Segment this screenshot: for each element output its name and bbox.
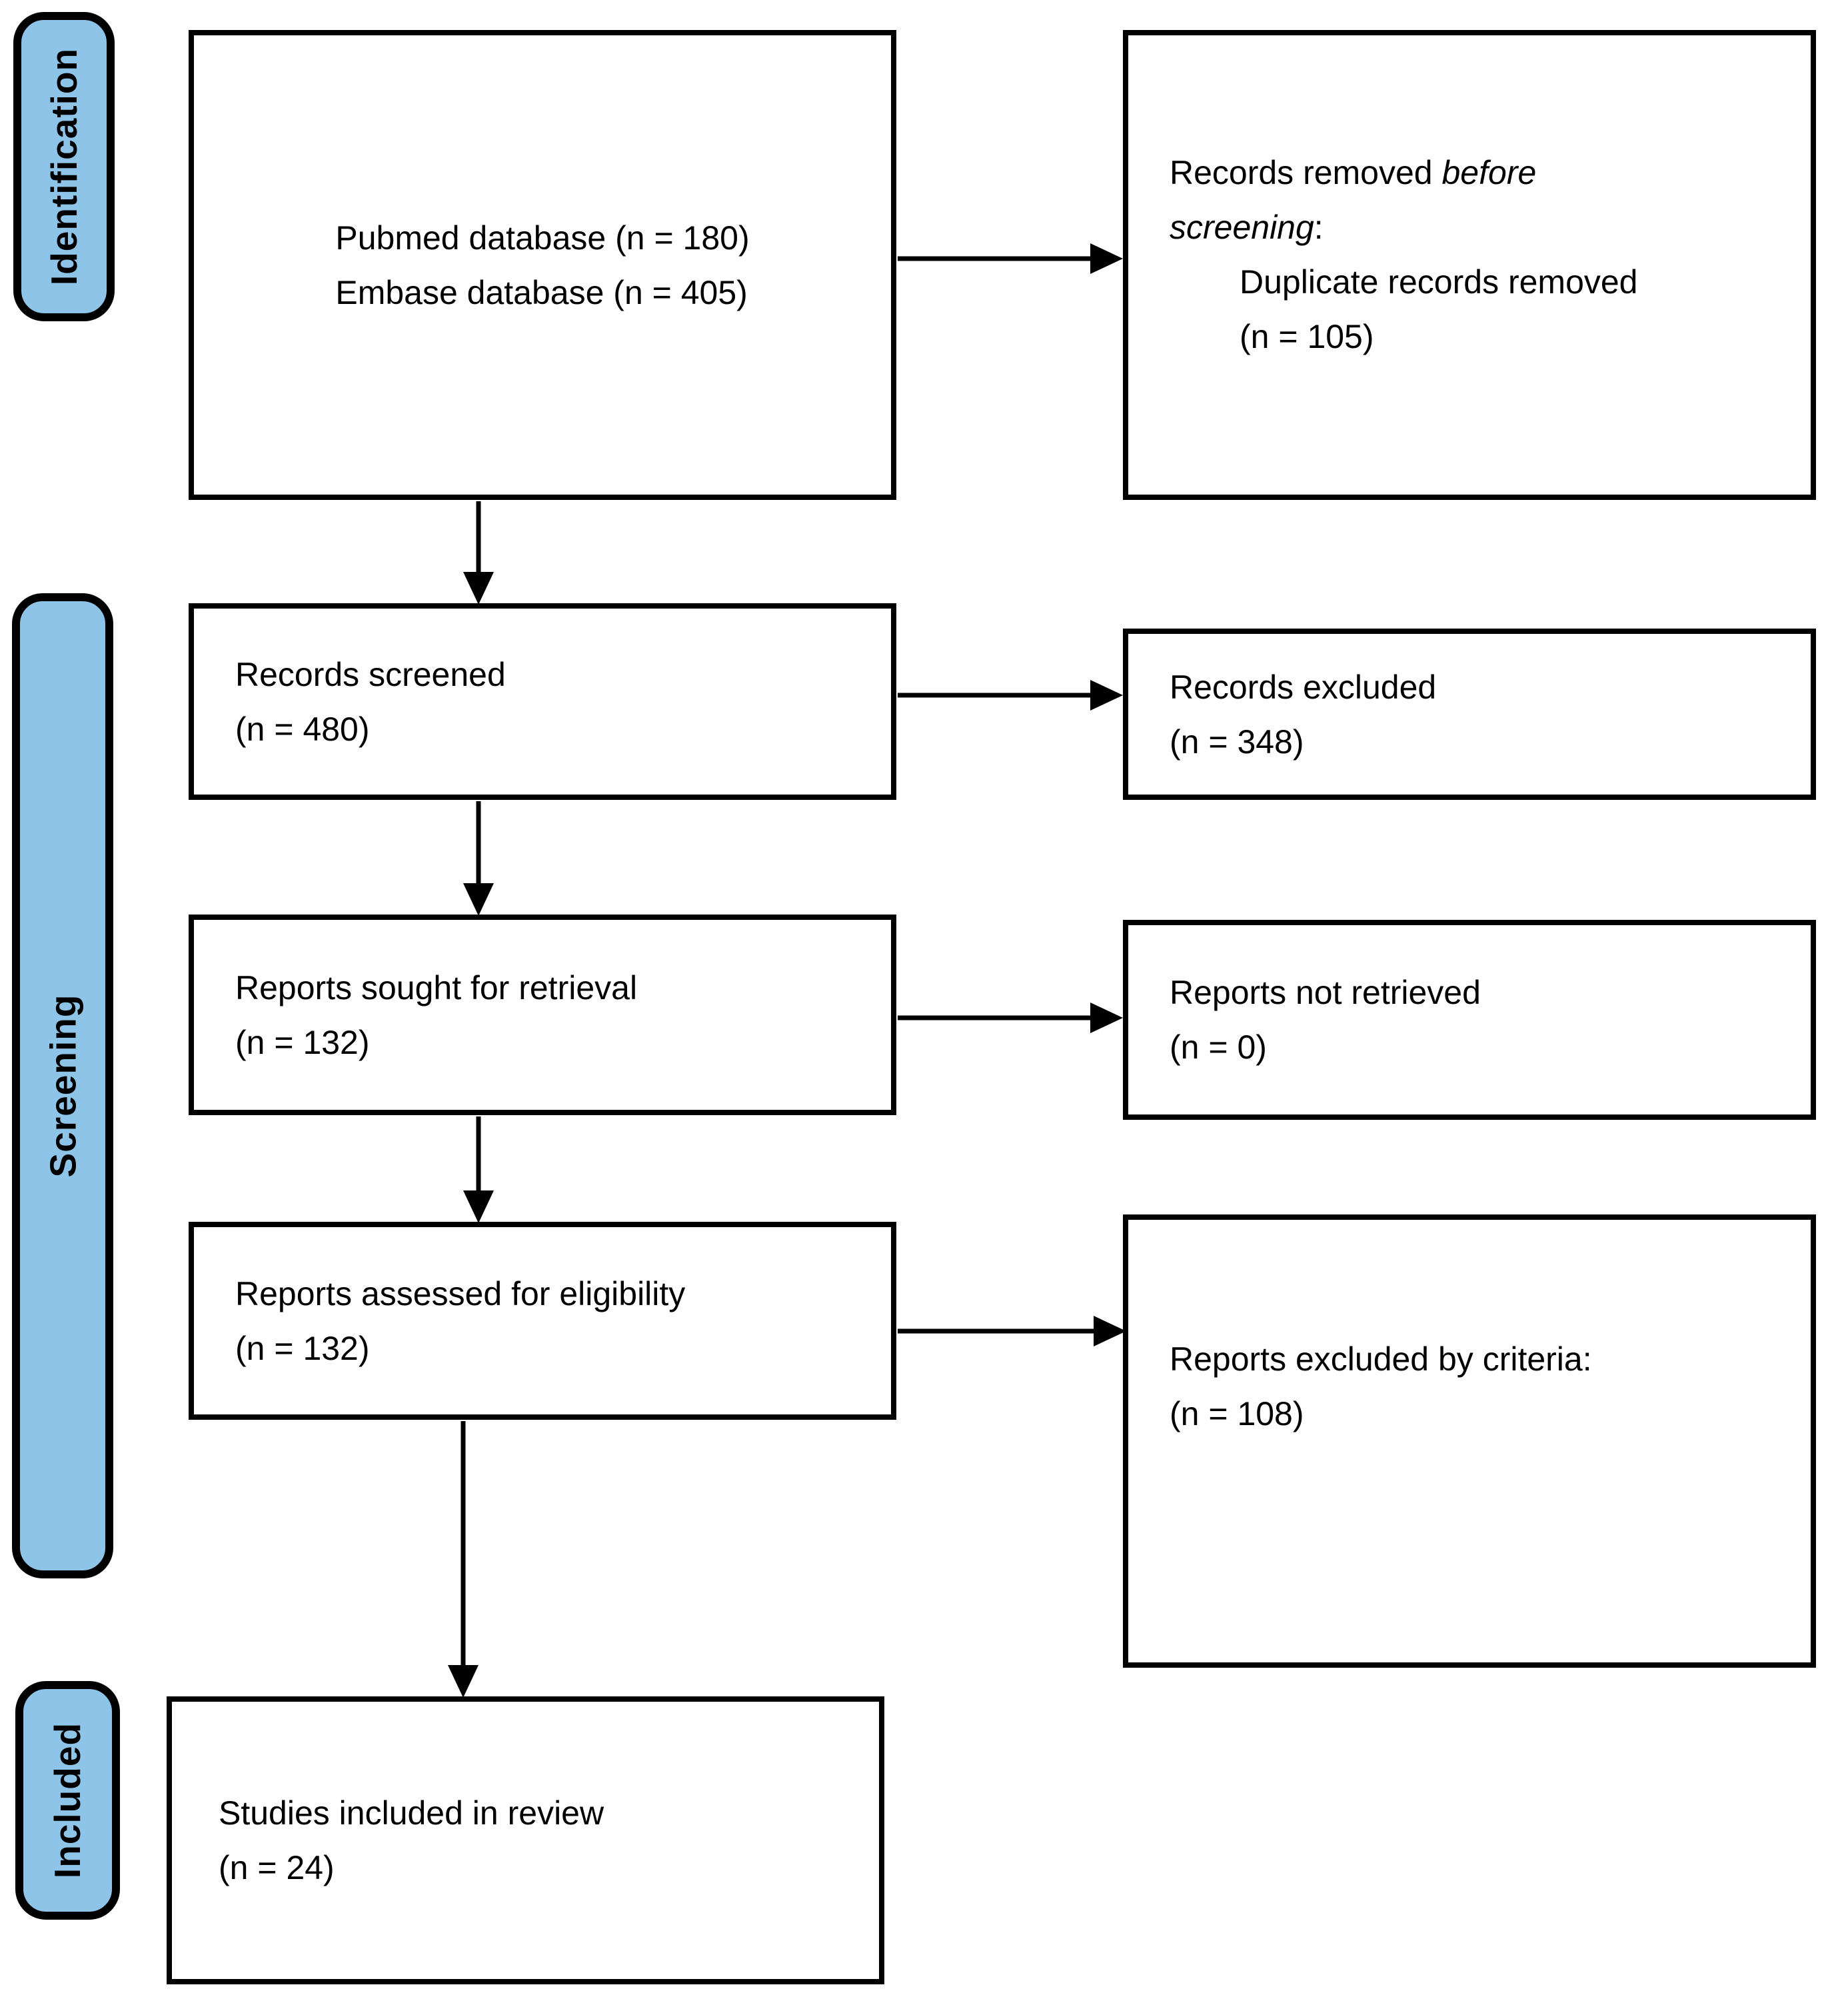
box-records-screened-text: Records screened (n = 480) xyxy=(235,647,875,757)
box-studies-included: Studies included in review (n = 24) xyxy=(167,1696,884,1984)
records-removed-line1: Records removed before xyxy=(1170,145,1795,200)
arrow-screened-to-excluded xyxy=(898,680,1123,711)
box-reports-sought-text: Reports sought for retrieval (n = 132) xyxy=(235,961,875,1070)
reports-assessed-count: (n = 132) xyxy=(235,1329,370,1367)
reports-sought-line: Reports sought for retrieval xyxy=(235,969,638,1006)
records-removed-line2-normal: : xyxy=(1314,209,1324,246)
reports-excluded-criteria-count: (n = 108) xyxy=(1170,1395,1304,1432)
box-records-removed-text: Records removed before screening: Duplic… xyxy=(1170,145,1795,364)
duplicates-removed-count: (n = 105) xyxy=(1240,318,1374,355)
studies-included-line: Studies included in review xyxy=(219,1794,604,1832)
records-excluded-count: (n = 348) xyxy=(1170,723,1304,761)
stage-screening: Screening xyxy=(12,593,113,1578)
box-database-sources-text: Pubmed database (n = 180) Embase databas… xyxy=(335,211,749,320)
arrow-sought-to-assessed xyxy=(463,1116,494,1223)
records-screened-line: Records screened xyxy=(235,655,506,693)
reports-assessed-line: Reports assessed for eligibility xyxy=(235,1274,686,1312)
arrow-assessed-to-excluded-criteria xyxy=(898,1316,1126,1346)
records-removed-line2: screening: xyxy=(1170,200,1795,255)
records-removed-line1-normal: Records removed xyxy=(1170,154,1442,191)
box-studies-included-text: Studies included in review (n = 24) xyxy=(219,1786,863,1895)
reports-excluded-criteria-line: Reports excluded by criteria: xyxy=(1170,1340,1592,1378)
box-records-screened: Records screened (n = 480) xyxy=(189,603,896,800)
records-screened-count: (n = 480) xyxy=(235,710,370,748)
box-reports-not-retrieved: Reports not retrieved (n = 0) xyxy=(1123,920,1816,1120)
embase-count-line: Embase database (n = 405) xyxy=(335,273,748,311)
box-reports-excluded-criteria-text: Reports excluded by criteria: (n = 108) xyxy=(1170,1332,1795,1441)
duplicates-removed-line: Duplicate records removed xyxy=(1240,263,1638,301)
studies-included-count: (n = 24) xyxy=(219,1849,335,1886)
reports-sought-count: (n = 132) xyxy=(235,1023,370,1061)
records-removed-line2-italic: screening xyxy=(1170,209,1314,246)
arrow-sources-to-screened xyxy=(463,501,494,605)
box-reports-sought: Reports sought for retrieval (n = 132) xyxy=(189,915,896,1115)
arrow-screened-to-sought xyxy=(463,801,494,916)
arrow-sought-to-not-retrieved xyxy=(898,1003,1123,1033)
arrow-assessed-to-included xyxy=(448,1421,478,1698)
records-removed-line1-italic: before xyxy=(1441,154,1537,191)
records-excluded-line: Records excluded xyxy=(1170,668,1437,706)
box-records-excluded: Records excluded (n = 348) xyxy=(1123,629,1816,800)
box-records-excluded-text: Records excluded (n = 348) xyxy=(1170,660,1795,769)
box-records-removed: Records removed before screening: Duplic… xyxy=(1123,30,1816,500)
stage-included: Included xyxy=(15,1681,120,1920)
stage-identification: Identification xyxy=(13,12,115,321)
box-reports-assessed: Reports assessed for eligibility (n = 13… xyxy=(189,1222,896,1420)
box-database-sources: Pubmed database (n = 180) Embase databas… xyxy=(189,30,896,500)
arrow-sources-to-removed xyxy=(898,243,1123,274)
box-reports-assessed-text: Reports assessed for eligibility (n = 13… xyxy=(235,1266,875,1376)
box-reports-not-retrieved-text: Reports not retrieved (n = 0) xyxy=(1170,965,1795,1074)
reports-not-retrieved-line: Reports not retrieved xyxy=(1170,974,1481,1011)
pubmed-count-line: Pubmed database (n = 180) xyxy=(335,219,750,257)
box-reports-excluded-criteria: Reports excluded by criteria: (n = 108) xyxy=(1123,1214,1816,1668)
reports-not-retrieved-count: (n = 0) xyxy=(1170,1028,1267,1066)
